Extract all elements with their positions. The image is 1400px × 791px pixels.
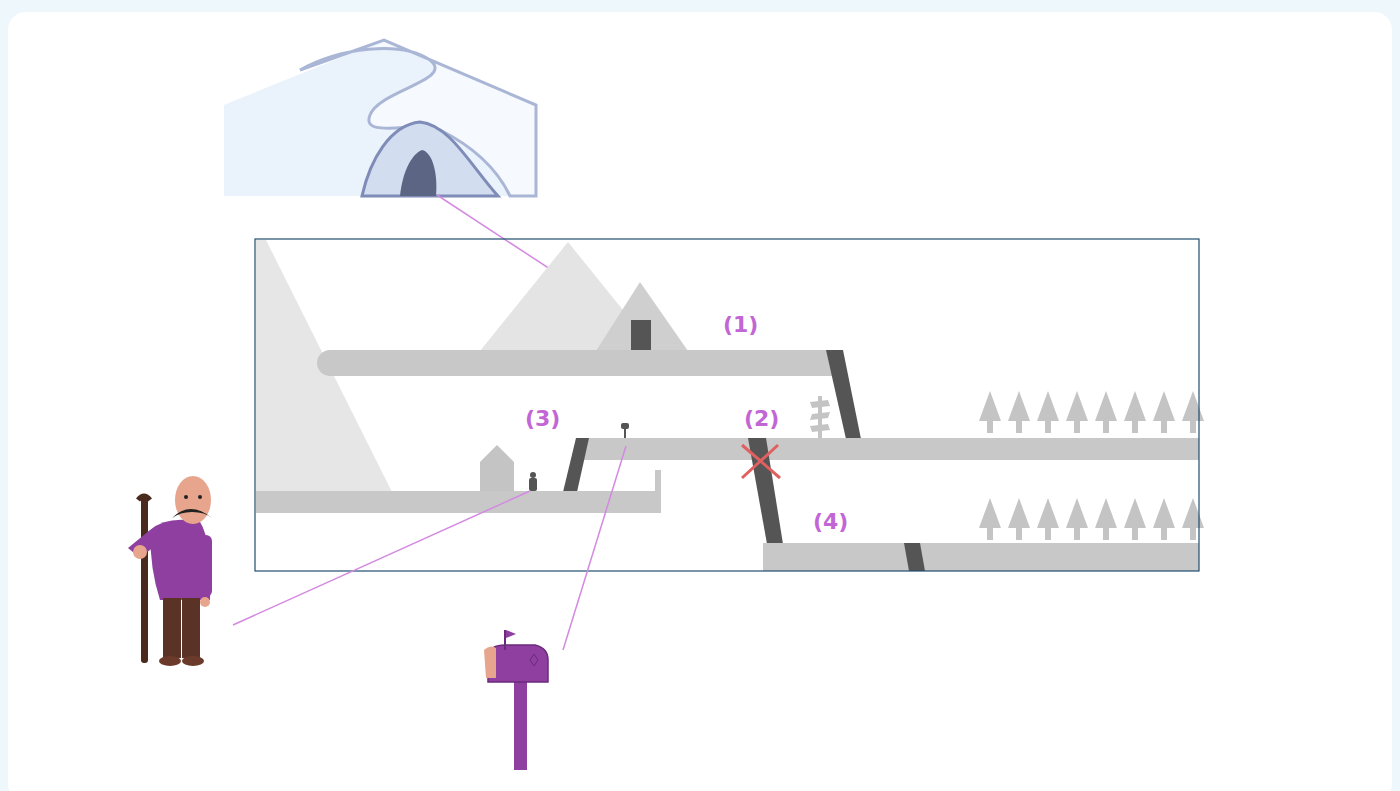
tree (1037, 498, 1059, 528)
tree (1095, 498, 1117, 528)
tree-trunk (1103, 421, 1109, 433)
leader-line (233, 491, 530, 625)
tree (1124, 391, 1146, 421)
blocked-mark (742, 445, 780, 478)
npc-marker (529, 472, 537, 491)
tree (1095, 391, 1117, 421)
signpost (810, 396, 830, 439)
callout-number: (2) (744, 408, 779, 430)
ramp (904, 543, 925, 571)
tree-trunk (1103, 528, 1109, 540)
tree-trunk (1190, 421, 1196, 433)
tree (1066, 391, 1088, 421)
tree (979, 498, 1001, 528)
tree (1153, 498, 1175, 528)
callout-number: (3) (525, 408, 560, 430)
tree-trunk (1016, 528, 1022, 540)
tree-trunk (1016, 421, 1022, 433)
callout-number: (1) (723, 314, 758, 336)
tree (1153, 391, 1175, 421)
tree (979, 391, 1001, 421)
mailbox-marker (621, 423, 629, 438)
callout-number: (4) (813, 511, 848, 533)
tree (1182, 498, 1204, 528)
tree-trunk (1074, 421, 1080, 433)
old-man-figure (128, 476, 212, 666)
tree (1008, 498, 1030, 528)
tree-trunk (1132, 421, 1138, 433)
cave-inset (224, 40, 536, 196)
house (480, 445, 514, 491)
mailbox-figure (484, 630, 548, 770)
tree-trunk (1045, 421, 1051, 433)
tree-trunk (1132, 528, 1138, 540)
platform (256, 491, 661, 513)
platform (763, 543, 1199, 571)
platform (317, 350, 840, 376)
platform (580, 438, 1199, 460)
tree (1066, 498, 1088, 528)
tree (1124, 498, 1146, 528)
tree-trunk (1074, 528, 1080, 540)
tree (1037, 391, 1059, 421)
tree-trunk (1190, 528, 1196, 540)
tree (1008, 391, 1030, 421)
tree-trunk (987, 528, 993, 540)
cave-door (631, 320, 651, 351)
tree-trunk (1045, 528, 1051, 540)
ramp (563, 438, 589, 492)
level-map (255, 239, 1204, 571)
tree-trunk (987, 421, 993, 433)
leader-line (563, 446, 626, 650)
card (8, 12, 1392, 791)
tree-row (979, 391, 1204, 540)
tree-trunk (1161, 528, 1167, 540)
tree (1182, 391, 1204, 421)
ramp (826, 350, 861, 439)
tree-trunk (1161, 421, 1167, 433)
